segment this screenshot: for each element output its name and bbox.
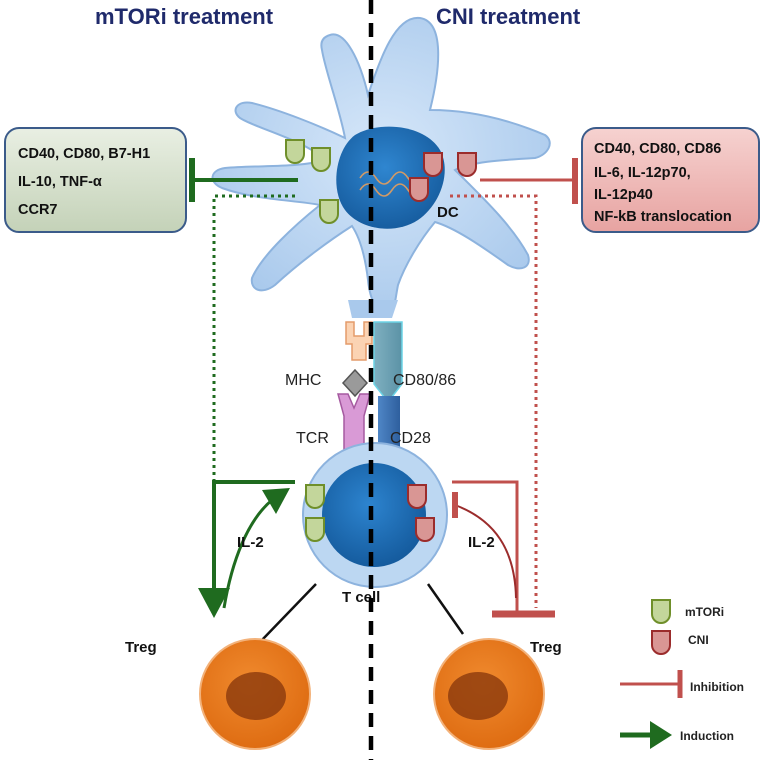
t-cell-nucleus <box>322 463 426 567</box>
dc-mtori-receptors <box>285 139 339 224</box>
right-inhibition-arrow <box>480 158 578 204</box>
right-il2-inhibition-arrow <box>452 492 517 599</box>
treg-cell-right <box>433 638 545 750</box>
right-dotted-inhibition-path <box>450 194 538 608</box>
treg-right-label: Treg <box>530 639 562 656</box>
tcr-molecule <box>337 393 371 457</box>
left-box-line-2: IL-10, TNF-α <box>18 174 102 190</box>
dc-cni-receptors <box>409 152 477 202</box>
legend-cni-icon <box>651 630 671 655</box>
cd28-label: CD28 <box>390 430 431 447</box>
peptide-antigen <box>341 368 369 398</box>
tcell-to-left-treg-line <box>261 583 317 641</box>
left-il2-induction-arrow <box>222 488 290 609</box>
header-cni-treatment: CNI treatment <box>436 4 581 29</box>
right-box-line-2: IL-6, IL-12p70, <box>594 165 691 181</box>
treg-cell-left <box>199 638 311 750</box>
left-box-line-1: CD40, CD80, B7-H1 <box>18 146 150 162</box>
cd80-86-molecule <box>373 321 403 404</box>
mhc-molecule <box>345 321 373 361</box>
right-inhibition-to-treg <box>452 480 555 618</box>
mhc-label: MHC <box>285 372 321 389</box>
legend-cni-label: CNI <box>688 633 709 647</box>
legend-mtori-icon <box>651 599 671 624</box>
right-box-line-4: NF-kB translocation <box>594 209 732 225</box>
il2-left-label: IL-2 <box>237 534 264 551</box>
tcell-mtori-receptors <box>305 484 325 542</box>
cd80-86-label: CD80/86 <box>393 372 456 389</box>
legend-mtori-label: mTORi <box>685 605 724 619</box>
left-box-line-3: CCR7 <box>18 202 57 218</box>
left-induction-to-treg <box>198 480 295 618</box>
dc-label: DC <box>437 204 459 221</box>
right-dc-marker-box <box>581 127 760 233</box>
right-box-line-3: IL-12p40 <box>594 187 653 203</box>
il2-right-label: IL-2 <box>468 534 495 551</box>
treg-left-label: Treg <box>125 639 157 656</box>
legend: mTORi CNI Inhibition Induction <box>620 599 744 749</box>
tcell-cni-receptors <box>407 484 435 542</box>
left-inhibition-arrow <box>189 158 298 202</box>
t-cell-label: T cell <box>342 589 380 606</box>
tcell-to-right-treg-line <box>426 583 465 635</box>
dc-nucleus <box>336 126 445 229</box>
left-dc-marker-box <box>4 127 187 233</box>
legend-inhibition-label: Inhibition <box>690 680 744 694</box>
tcr-label: TCR <box>296 430 329 447</box>
right-box-line-1: CD40, CD80, CD86 <box>594 141 721 157</box>
header-mtori-treatment: mTORi treatment <box>95 4 274 29</box>
legend-induction-label: Induction <box>680 729 734 743</box>
